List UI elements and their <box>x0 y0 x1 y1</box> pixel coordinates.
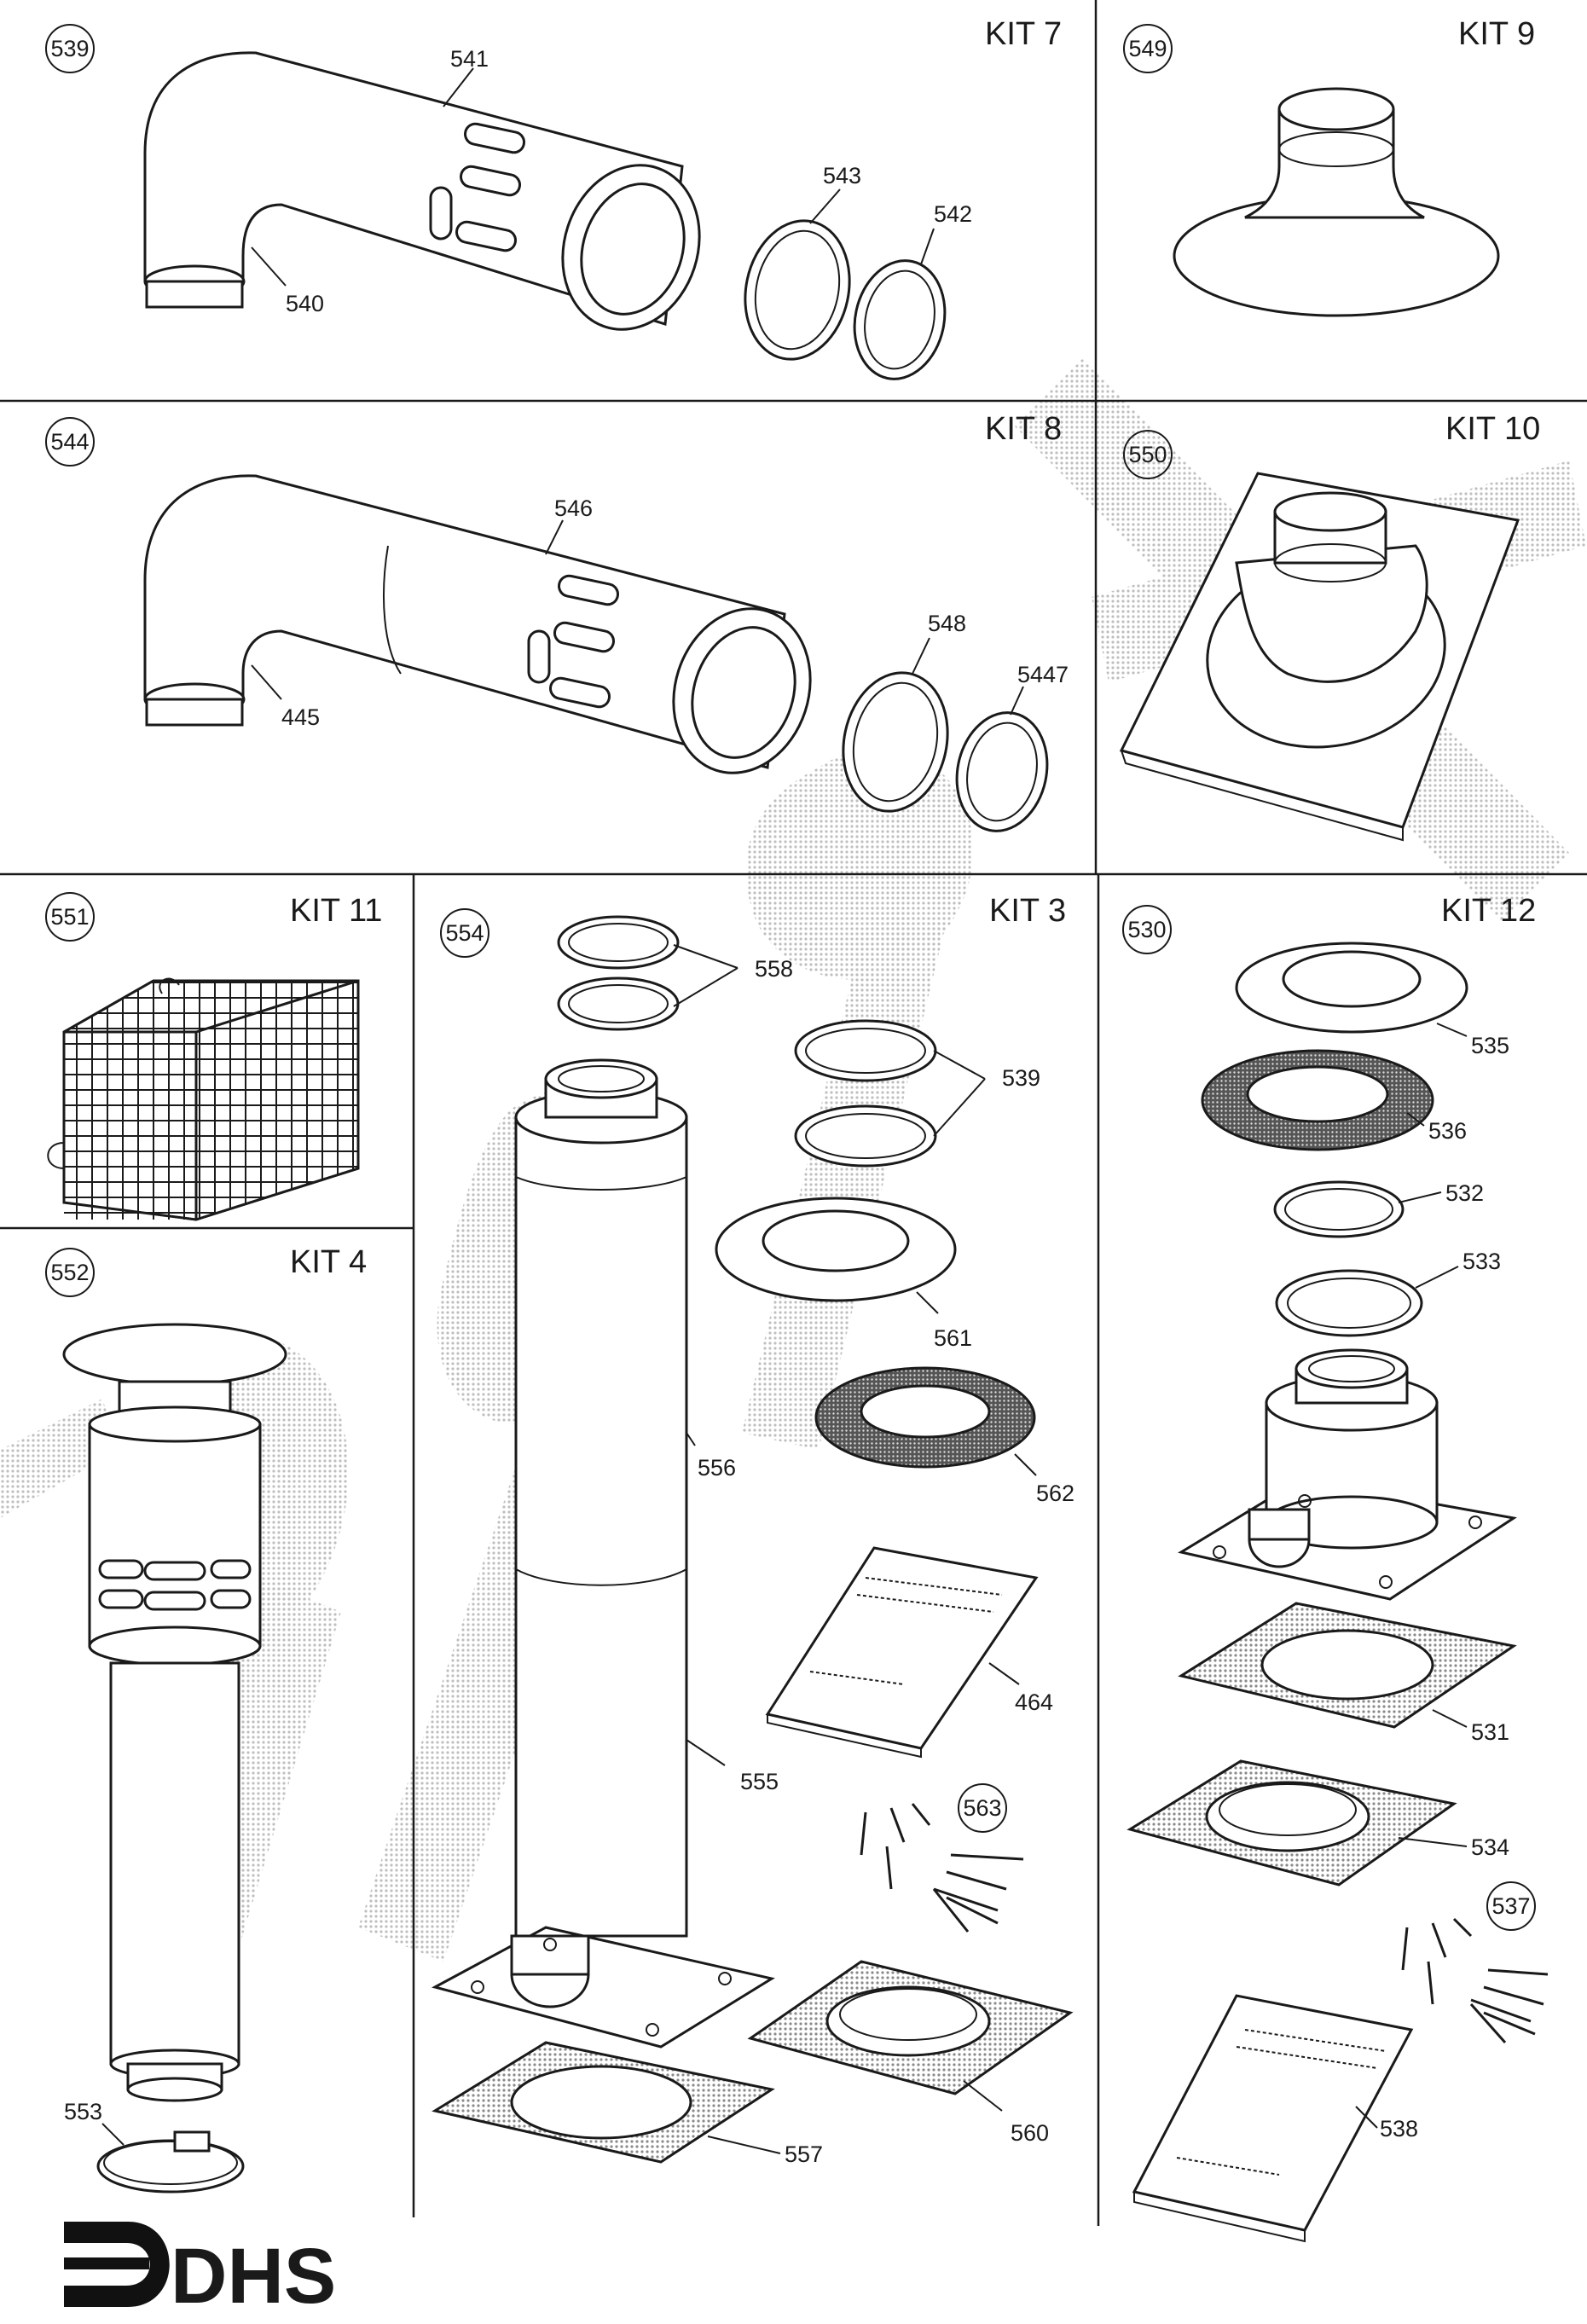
part-561: 561 <box>934 1325 972 1351</box>
ref-circle-551 <box>45 892 95 942</box>
part-445: 445 <box>281 704 320 730</box>
seal-ring-539b <box>794 1104 937 1168</box>
kit-11-panel: KIT 11 551 <box>45 892 382 1221</box>
terminal-body <box>88 1423 262 1648</box>
kit-7-label: KIT 7 <box>985 16 1062 52</box>
part-538: 538 <box>1380 2116 1418 2141</box>
kit-4-label: KIT 4 <box>290 1244 367 1280</box>
part-539: 539 <box>1002 1065 1040 1091</box>
part-541: 541 <box>450 46 489 72</box>
kit-12-label: KIT 12 <box>1441 893 1536 929</box>
ref-537: 537 <box>1491 1893 1530 1919</box>
part-533: 533 <box>1462 1249 1501 1274</box>
ref-circle-550 <box>1123 430 1173 479</box>
logo-text: DHS <box>171 2233 336 2320</box>
part-557: 557 <box>785 2141 823 2167</box>
ref-544: 544 <box>50 429 89 455</box>
seal-ring-548 <box>842 671 949 813</box>
ref-circle-552 <box>45 1248 95 1297</box>
part-555: 555 <box>740 1769 779 1794</box>
kit-12-panel: KIT 12 530 535 536 532 533 <box>1122 893 1549 2243</box>
terminal-cap <box>62 1323 287 1386</box>
ref-552: 552 <box>50 1260 89 1285</box>
kit-7-panel: KIT 7 539 541 540 543 542 <box>45 16 1062 380</box>
ref-551: 551 <box>50 904 89 930</box>
ref-circle-563 <box>958 1783 1007 1833</box>
part-540: 540 <box>286 291 324 316</box>
instruction-manual-464 <box>765 1546 1039 1750</box>
elbow-pipe-546 <box>143 474 786 769</box>
elbow-pipe-541 <box>143 51 684 326</box>
ref-circle-549 <box>1123 24 1173 73</box>
part-531: 531 <box>1471 1719 1509 1745</box>
ref-549: 549 <box>1128 36 1167 61</box>
kit-8-label: KIT 8 <box>985 411 1062 447</box>
seal-ring-539a <box>794 1019 937 1082</box>
ref-circle-544 <box>45 417 95 467</box>
kit-9-label: KIT 9 <box>1458 16 1535 52</box>
part-542: 542 <box>934 201 972 227</box>
kit-8-panel: KIT 8 544 546 445 548 5447 <box>45 411 1069 832</box>
panel-dividers <box>0 0 1587 2226</box>
part-535: 535 <box>1471 1033 1509 1058</box>
dhs-logo: DHS <box>64 2222 336 2320</box>
ref-circle-539 <box>45 24 95 73</box>
part-546: 546 <box>554 496 593 521</box>
part-536: 536 <box>1428 1118 1467 1144</box>
part-464: 464 <box>1015 1689 1053 1715</box>
part-543: 543 <box>823 163 861 188</box>
seal-ring-542 <box>853 259 947 380</box>
vent-slots <box>527 574 619 709</box>
ref-circle-530 <box>1122 905 1172 954</box>
instruction-manual-538 <box>1132 1994 1414 2232</box>
kit-10-panel: KIT 10 550 <box>1119 411 1540 842</box>
part-534: 534 <box>1471 1834 1509 1860</box>
vertical-pipe-555 <box>514 1116 688 1938</box>
base-plate <box>431 1926 775 2049</box>
kit-4-panel: KIT 4 552 553 <box>45 1244 367 2194</box>
kit-3-panel: KIT 3 554 558 539 561 562 <box>431 893 1074 2167</box>
part-562: 562 <box>1036 1481 1074 1506</box>
ref-550: 550 <box>1128 442 1167 467</box>
part-556: 556 <box>698 1455 736 1481</box>
ref-circle-537 <box>1486 1881 1536 1931</box>
ref-539: 539 <box>50 36 89 61</box>
ref-563: 563 <box>963 1795 1001 1821</box>
kit-9-panel: KIT 9 549 <box>1123 16 1535 317</box>
part-5447: 5447 <box>1017 662 1069 687</box>
kit-10-label: KIT 10 <box>1445 411 1540 447</box>
ref-circle-554 <box>440 908 489 958</box>
kit-3-label: KIT 3 <box>989 893 1066 929</box>
part-560: 560 <box>1011 2120 1049 2146</box>
part-558: 558 <box>755 956 793 982</box>
ref-554: 554 <box>445 920 484 946</box>
kit-11-label: KIT 11 <box>290 893 382 929</box>
ref-530: 530 <box>1127 917 1166 942</box>
vent-slots <box>429 122 525 252</box>
seal-ring-532 <box>1273 1180 1405 1238</box>
seal-ring-533 <box>1275 1269 1423 1337</box>
terminal-pipe <box>109 1661 240 2066</box>
part-548: 548 <box>928 611 966 636</box>
seal-ring-558a <box>557 915 680 970</box>
part-553: 553 <box>64 2099 102 2124</box>
seal-ring-543 <box>744 219 851 361</box>
part-532: 532 <box>1445 1180 1484 1206</box>
seal-ring-5447 <box>955 711 1049 832</box>
screw-set-537 <box>1401 1917 1549 2043</box>
screw-set-563 <box>860 1803 1024 1933</box>
